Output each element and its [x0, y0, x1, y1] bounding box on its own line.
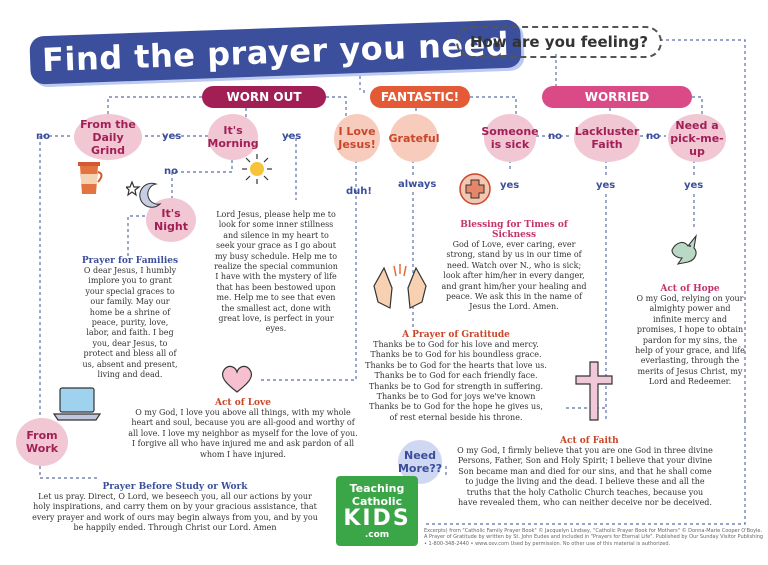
prayer-study-title: Prayer Before Study or Work — [102, 482, 248, 492]
prayer-sickness-title: Blessing for Times of Sickness — [460, 220, 568, 240]
node-love-jesus[interactable]: I Love Jesus! — [334, 114, 380, 162]
prayer-families-text: O dear Jesus, I humbly implore you to gr… — [82, 266, 178, 380]
logo-line2: Catholic — [351, 495, 403, 508]
category-worried[interactable]: WORRIED — [542, 86, 692, 108]
node-from-work[interactable]: From Work — [16, 418, 68, 466]
label-yes-grind: yes — [162, 131, 182, 142]
moon-star-icon — [126, 180, 162, 208]
footer-credits: Excerpts) from "Catholic Family Prayer B… — [424, 528, 764, 547]
sun-icon — [242, 154, 272, 184]
category-worn-out[interactable]: WORN OUT — [202, 86, 326, 108]
logo-line1: Teaching — [349, 482, 405, 495]
gratitude-line: Thanks be to God for each friendly face. — [374, 371, 538, 381]
prayer-families-title: Prayer for Families — [81, 256, 179, 266]
node-its-morning[interactable]: It's Morning — [207, 114, 259, 160]
node-lackluster-faith[interactable]: Lackluster Faith — [574, 114, 640, 162]
teaching-catholic-kids-logo[interactable]: Teaching Catholic KIDS .com — [336, 476, 418, 546]
logo-line3: KIDS — [343, 506, 411, 531]
prayer-love-text: O my God, I love you above all things, w… — [128, 408, 358, 459]
prayer-sickness: Blessing for Times of Sickness God of Lo… — [438, 220, 590, 313]
praying-hands-icon — [373, 264, 427, 309]
cross-icon — [575, 361, 613, 421]
gratitude-line: Thanks be to God for his love and mercy. — [373, 340, 539, 349]
prayer-gratitude: A Prayer of Gratitude Thanks be to God f… — [364, 330, 548, 423]
gratitude-line: of rest eternal beside his throne. — [389, 412, 523, 422]
node-daily-grind[interactable]: From the Daily Grind — [74, 114, 142, 160]
prayer-love: Act of Love O my God, I love you above a… — [128, 398, 358, 460]
prayer-faith-title: Act of Faith — [560, 436, 619, 446]
prayer-hope-text: O my God, relying on your almighty power… — [635, 294, 745, 387]
label-no-grind: no — [36, 131, 50, 142]
prayer-hope-title: Act of Hope — [660, 284, 720, 294]
category-fantastic[interactable]: FANTASTIC! — [370, 86, 470, 108]
prayer-morning-text: Lord Jesus, please help me to look for s… — [214, 210, 338, 334]
coffee-cup-icon — [78, 162, 103, 194]
label-no-faith: no — [646, 131, 660, 142]
laptop-icon — [52, 387, 102, 421]
gratitude-line: Thanks be to God for joys we've known — [376, 392, 536, 402]
node-grateful[interactable]: Grateful — [389, 114, 440, 162]
prayer-sickness-text: God of Love, ever caring, ever strong, s… — [441, 240, 587, 312]
first-aid-icon — [459, 173, 491, 205]
gratitude-line: Thanks be to God for the hope he gives u… — [369, 402, 543, 412]
question-box: How are you feeling? — [456, 26, 662, 58]
label-duh: duh! — [346, 186, 372, 197]
label-always: always — [398, 179, 437, 190]
label-no-morning: no — [164, 166, 178, 177]
prayer-hope: Act of Hope O my God, relying on your al… — [634, 284, 746, 388]
prayer-gratitude-title: A Prayer of Gratitude — [402, 330, 510, 340]
label-yes-sick: yes — [500, 180, 520, 191]
prayer-study-text: Let us pray. Direct, O Lord, we beseech … — [32, 492, 318, 533]
label-yes-pickup: yes — [684, 180, 704, 191]
gratitude-line: Thanks be to God for his boundless grace… — [370, 350, 542, 360]
label-yes-morning: yes — [282, 131, 302, 142]
prayer-love-title: Act of Love — [214, 398, 272, 408]
label-yes-faith: yes — [596, 180, 616, 191]
node-someone-sick[interactable]: Someone is sick — [481, 114, 539, 162]
prayer-families: Prayer for Families O dear Jesus, I humb… — [80, 256, 180, 380]
prayer-morning: Lord Jesus, please help me to look for s… — [214, 210, 338, 335]
gratitude-line: Thanks be to God for the hearts that lov… — [365, 360, 547, 370]
prayer-faith: Act of Faith O my God, I firmly believe … — [456, 436, 714, 508]
prayer-study: Prayer Before Study or Work Let us pray.… — [30, 482, 320, 534]
label-no-sick: no — [548, 131, 562, 142]
heart-icon — [221, 365, 253, 393]
logo-line4: .com — [364, 530, 390, 540]
dove-icon — [671, 234, 697, 265]
gratitude-line: Thanks be to God for strength in sufferi… — [368, 381, 544, 391]
node-pick-me-up[interactable]: Need a pick-me-up — [668, 114, 726, 162]
prayer-faith-text: O my God, I firmly believe that you are … — [457, 446, 713, 508]
